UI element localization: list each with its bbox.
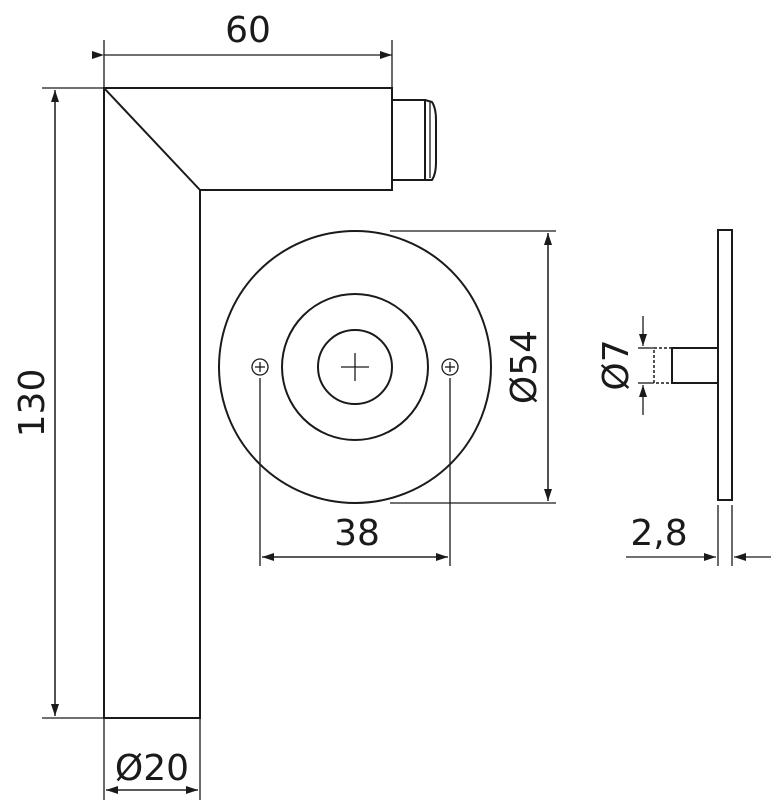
dimension-label-diameter-54: Ø54 <box>504 330 545 404</box>
rosette-side-view <box>653 229 733 501</box>
dimension-handle-height: 130 <box>12 87 104 719</box>
dimension-label-diameter-7: Ø7 <box>596 339 637 390</box>
dimension-label-2-8: 2,8 <box>630 513 687 554</box>
dimension-handle-length: 60 <box>92 10 393 88</box>
dimension-label-130: 130 <box>12 369 53 438</box>
screw-hole-left <box>251 358 269 376</box>
dimension-label-60: 60 <box>225 10 271 51</box>
dimension-screw-spacing: 38 <box>259 378 451 566</box>
rosette-front-view <box>218 230 492 504</box>
dimension-rosette-diameter: Ø54 <box>390 230 556 504</box>
dimension-label-diameter-20: Ø20 <box>115 748 189 789</box>
dimension-spindle-diameter: Ø7 <box>596 316 654 415</box>
screw-hole-right <box>441 358 459 376</box>
lever-handle <box>103 87 437 719</box>
dimension-handle-diameter: Ø20 <box>103 718 201 800</box>
dimension-rosette-thickness: 2,8 <box>626 505 771 566</box>
spindle-stub <box>392 99 437 181</box>
dimension-label-38: 38 <box>334 513 380 554</box>
